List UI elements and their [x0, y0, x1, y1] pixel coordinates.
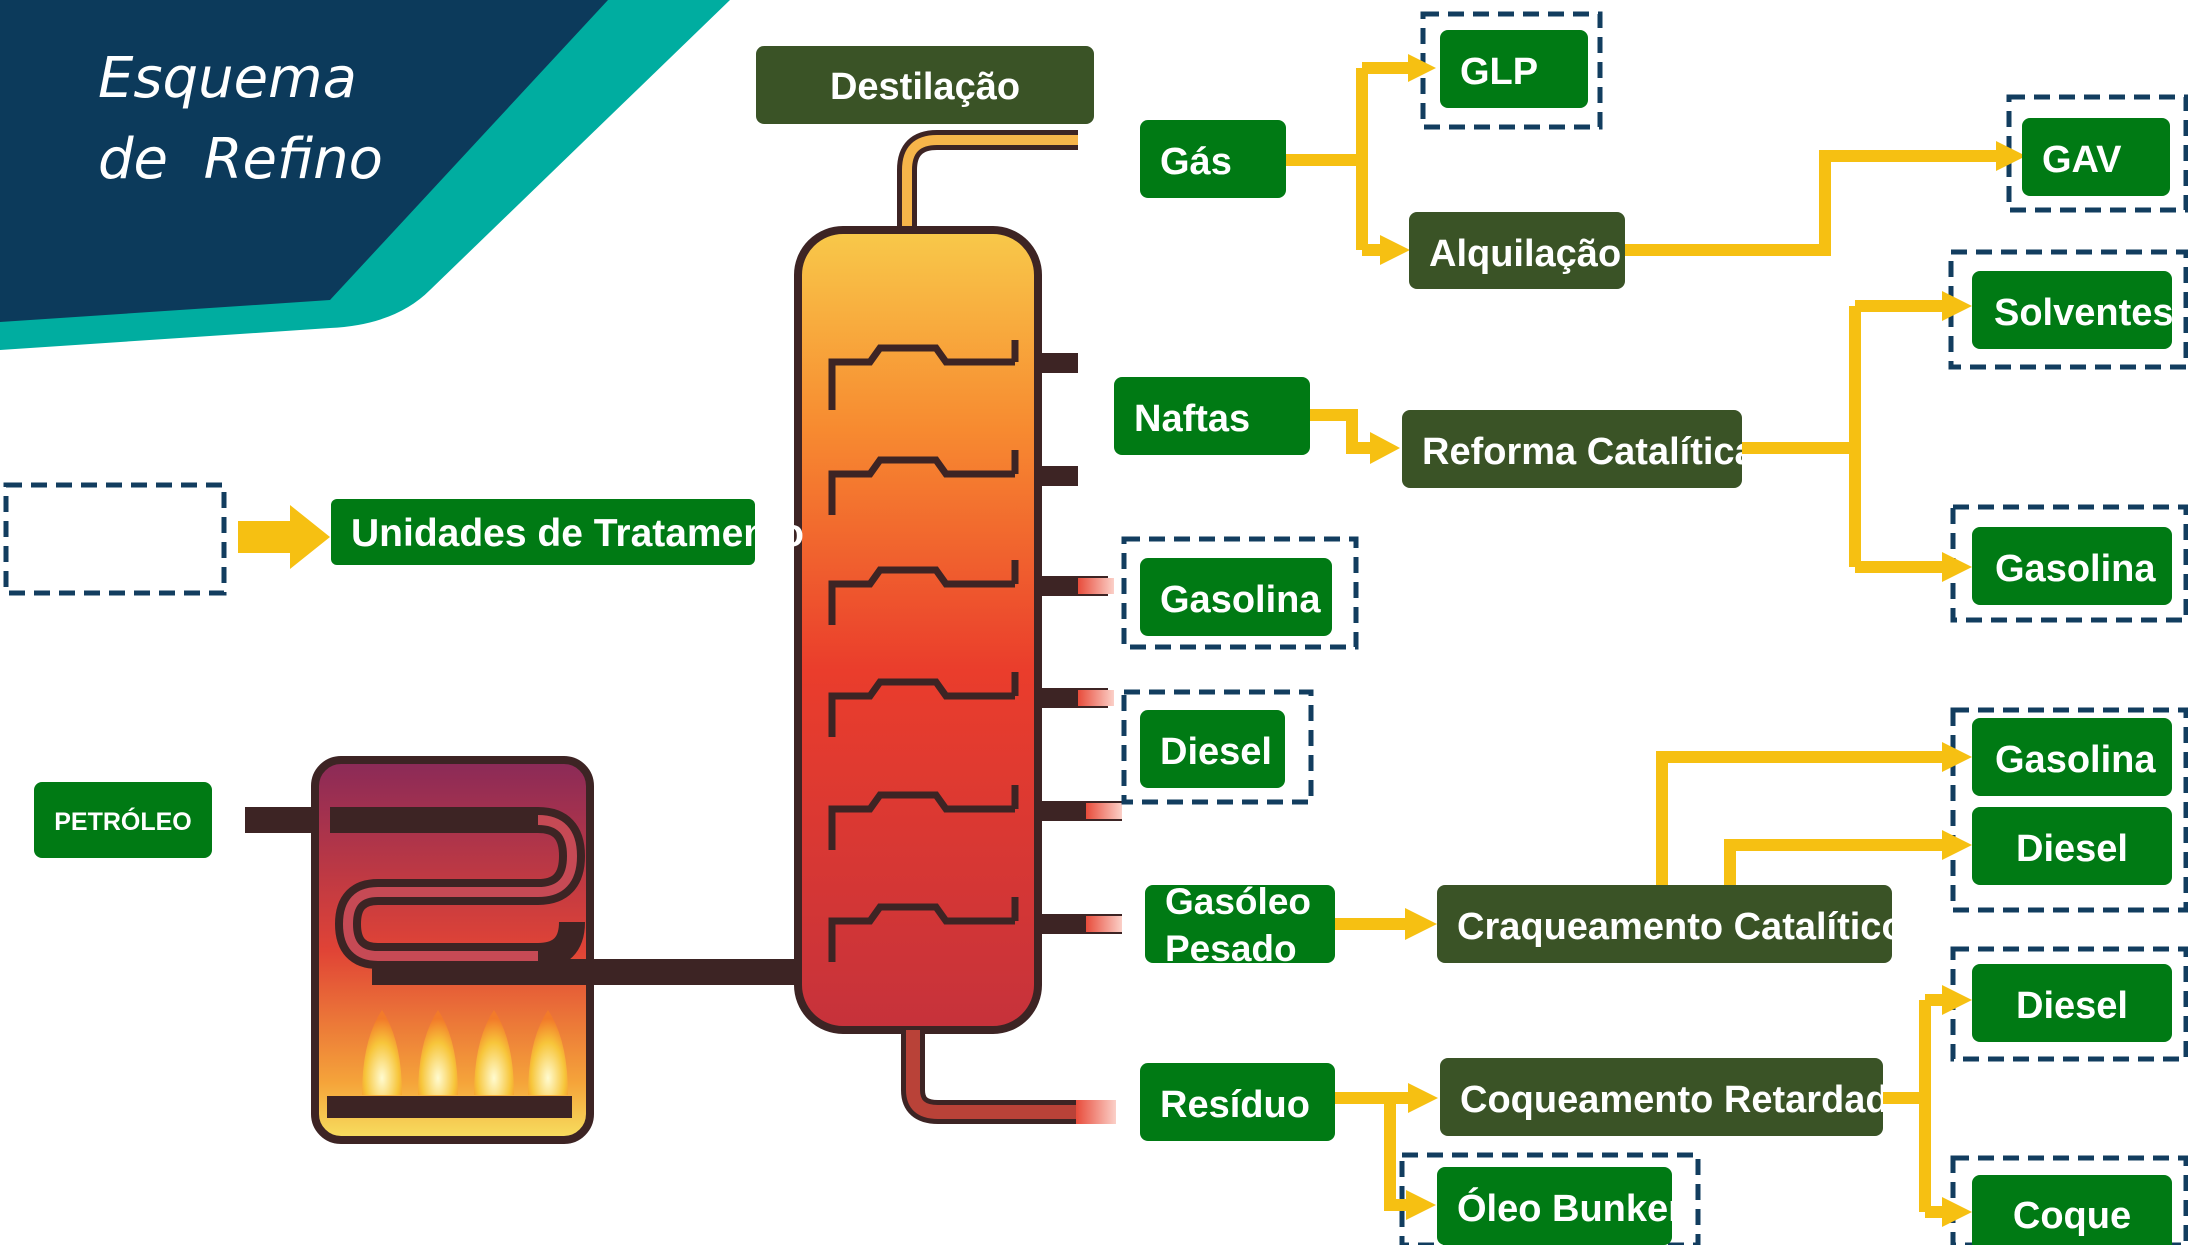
petroleo-label: PETRÓLEO — [34, 782, 212, 858]
naftas-text: Naftas — [1134, 398, 1250, 440]
gasolina-reforma-text: Gasolina — [1995, 548, 2156, 590]
product-diesel-coque: Diesel — [1972, 964, 2172, 1042]
reforma-text: Reforma Catalítica — [1422, 431, 1757, 473]
title-banner: Esquema de Refino — [0, 0, 730, 350]
gav-text: GAV — [2042, 139, 2122, 181]
destilacao-label: Destilação — [756, 46, 1094, 124]
solventes-text: Solventes — [1994, 292, 2174, 334]
arrow-heads — [1370, 54, 2026, 1227]
product-diesel-craq: Diesel — [1972, 807, 2172, 885]
gasolina-text: Gasolina — [1160, 579, 1321, 621]
treatment-arrow — [238, 505, 330, 569]
fraction-gas: Gás — [1140, 120, 1286, 198]
product-oleo-bunker: Óleo Bunker — [1437, 1167, 1683, 1245]
empty-dashed-box — [3, 482, 227, 596]
diesel-coque-text: Diesel — [2016, 985, 2128, 1027]
product-solventes: Solventes — [1972, 271, 2174, 349]
diesel-craq-text: Diesel — [2016, 828, 2128, 870]
pesado-text: Pesado — [1165, 928, 1297, 969]
residuo-text: Resíduo — [1160, 1084, 1310, 1126]
diesel-text: Diesel — [1160, 731, 1272, 773]
craqueamento-text: Craqueamento Catalítico — [1457, 906, 1905, 948]
product-glp: GLP — [1440, 30, 1588, 108]
petroleo-text: PETRÓLEO — [54, 806, 192, 836]
unidades-tratamento-text: Unidades de Tratamento — [351, 512, 804, 555]
gas-text: Gás — [1160, 141, 1232, 183]
glp-text: GLP — [1460, 51, 1538, 93]
fraction-gasoleo-pesado: Gasóleo Pesado — [1145, 881, 1335, 969]
fraction-naftas: Naftas — [1114, 377, 1310, 455]
title-line-1: Esquema — [98, 46, 357, 111]
coque-text: Coque — [2013, 1195, 2131, 1237]
product-gav: GAV — [2022, 118, 2170, 196]
process-craqueamento: Craqueamento Catalítico — [1437, 885, 1905, 963]
coqueamento-text: Coqueamento Retardado — [1460, 1079, 1912, 1121]
process-alquilacao: Alquilação — [1409, 212, 1625, 289]
product-coque: Coque — [1972, 1175, 2172, 1245]
gasolina-craq-text: Gasolina — [1995, 739, 2156, 781]
oleo-bunker-text: Óleo Bunker — [1457, 1186, 1683, 1230]
product-gasolina-reforma: Gasolina — [1972, 527, 2172, 605]
fraction-diesel: Diesel — [1140, 710, 1285, 788]
process-coqueamento: Coqueamento Retardado — [1440, 1058, 1912, 1136]
treatment-group: Unidades de Tratamento — [3, 482, 804, 596]
title-line-2: de Refino — [98, 127, 383, 192]
fraction-residuo: Resíduo — [1140, 1063, 1335, 1141]
destilacao-text: Destilação — [830, 66, 1020, 108]
flow-lines — [1282, 62, 2000, 1218]
product-gasolina-craq: Gasolina — [1972, 718, 2172, 796]
furnace — [245, 756, 800, 1144]
process-reforma: Reforma Catalítica — [1402, 410, 1757, 488]
alquilacao-text: Alquilação — [1429, 233, 1621, 275]
gasoleo-text: Gasóleo — [1165, 881, 1311, 922]
fraction-gasolina: Gasolina — [1140, 558, 1332, 636]
distillation-column — [794, 130, 1122, 1124]
